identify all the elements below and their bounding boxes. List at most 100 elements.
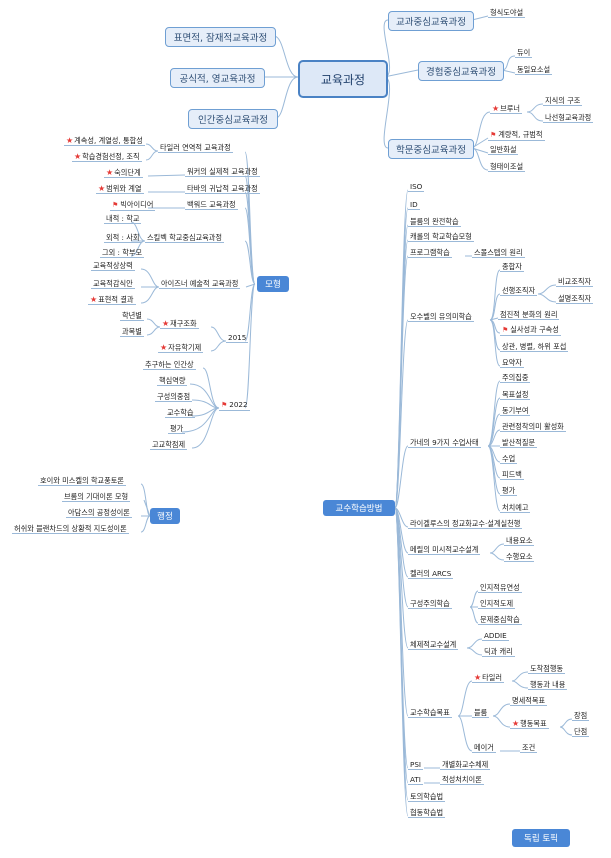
node-ideal-human[interactable]: 추구하는 인간상 <box>143 360 196 370</box>
node-carroll[interactable]: 캐롤의 학교학습모형 <box>408 232 474 242</box>
node-spiral-curriculum[interactable]: 나선형교육과정 <box>543 113 594 123</box>
topic-official-null-curriculum[interactable]: 공식적, 영교육과정 <box>170 68 265 88</box>
node-divergent-question[interactable]: 발산적질문 <box>500 438 538 448</box>
node-eisner[interactable]: 아이즈너 예술적 교육과정 <box>159 279 241 289</box>
node-imagination[interactable]: 교육적상상력 <box>91 261 135 271</box>
topic-humanistic-curriculum[interactable]: 인간중심교육과정 <box>188 109 278 129</box>
node-vroom[interactable]: 브롬의 기대이론 모형 <box>62 492 131 502</box>
node-reigeluth[interactable]: 라이겔루스의 정교화교수·설계실천행 <box>408 519 523 529</box>
node-behavior-content[interactable]: 행동과 내용 <box>528 680 568 690</box>
topic-discipline-centered[interactable]: 학문중심교육과정 <box>388 139 474 159</box>
tag-independent-topic[interactable]: 독립 토픽 <box>512 829 570 847</box>
node-objective[interactable]: 목표설정 <box>500 390 531 400</box>
topic-subject-centered[interactable]: 교과중심교육과정 <box>388 11 474 31</box>
node-substantiveness[interactable]: ⚑실사성과 구속성 <box>500 325 561 336</box>
node-expository-organizer[interactable]: 설명조직자 <box>556 294 594 304</box>
node-big-idea[interactable]: ⚑빅아이디어 <box>110 200 156 211</box>
node-external-society[interactable]: 외적 : 사회 <box>104 233 142 243</box>
node-individualized[interactable]: 개별화교수체제 <box>440 760 491 770</box>
node-cognitive-flexibility[interactable]: 인지적유연성 <box>478 583 522 593</box>
node-expressive-outcome[interactable]: ★표현적 결과 <box>88 295 136 305</box>
node-small-step[interactable]: 스몰스텝의 원리 <box>472 248 525 258</box>
node-hersey-blanchard[interactable]: 허쉬와 블랜차드의 상황적 지도성이론 <box>12 524 129 534</box>
node-walker[interactable]: 워커의 실제적 교육과정 <box>185 167 260 177</box>
node-hoy-miskel[interactable]: 호이와 미스켈의 학교풍토론 <box>38 476 126 486</box>
tag-model[interactable]: 모형 <box>257 276 289 292</box>
node-bloom[interactable]: 블룸 <box>472 708 490 718</box>
node-psi[interactable]: PSI <box>408 760 424 770</box>
node-cooperative[interactable]: 협동학습법 <box>408 808 446 818</box>
node-taba[interactable]: 타바의 귀납적 교육과정 <box>185 184 260 194</box>
node-terminal-behavior[interactable]: 도착점행동 <box>528 664 566 674</box>
node-continuity[interactable]: ★계속성, 계열성, 통합성 <box>64 136 145 146</box>
node-structure-of-knowledge[interactable]: 지식의 구조 <box>543 96 583 106</box>
node-attention[interactable]: 주의집중 <box>500 373 531 383</box>
node-dick-carey[interactable]: 딕과 캐리 <box>482 647 515 657</box>
node-synthesizer[interactable]: 종합자 <box>500 262 524 272</box>
node-comparative-organizer[interactable]: 비교조직자 <box>556 277 594 287</box>
topic-experience-centered[interactable]: 경험중심교육과정 <box>418 61 504 81</box>
node-credit-system[interactable]: 고교학점제 <box>150 440 188 450</box>
node-ausubel[interactable]: 오수벨의 유의미학습 <box>408 312 474 322</box>
node-content-element[interactable]: 내용요소 <box>504 536 535 546</box>
node-internal-school[interactable]: 내적 : 학교 <box>104 214 142 224</box>
tag-administration[interactable]: 행정 <box>150 508 180 524</box>
node-dewey[interactable]: 듀이 <box>515 48 533 58</box>
node-id[interactable]: ID <box>408 200 420 210</box>
node-scope-sequence[interactable]: ★범위와 계열 <box>96 184 144 194</box>
node-restructure[interactable]: ★재구조화 <box>160 319 199 329</box>
node-2022[interactable]: ⚑2022 <box>219 400 250 411</box>
node-tyler-objective[interactable]: ★타일러 <box>472 673 505 683</box>
node-behavioral-objective[interactable]: ★행동목표 <box>510 719 549 729</box>
node-demerit[interactable]: 단점 <box>572 727 590 737</box>
node-bruner[interactable]: ★브루너 <box>490 104 523 114</box>
node-treatment-notice[interactable]: 처치예고 <box>500 503 531 513</box>
node-tyler[interactable]: 타일러 연역적 교육과정 <box>158 143 233 153</box>
node-performance-element[interactable]: 수행요소 <box>504 552 535 562</box>
node-assessment[interactable]: 평가 <box>500 486 518 496</box>
node-identical-elements[interactable]: 동일요소설 <box>515 65 553 75</box>
node-adams[interactable]: 아담스의 공정성이론 <box>66 508 132 518</box>
node-core-competency[interactable]: 핵심역량 <box>157 376 188 386</box>
node-merit[interactable]: 장점 <box>572 711 590 721</box>
node-objectives[interactable]: 교수학습목표 <box>408 708 452 718</box>
node-specific-objective[interactable]: 명세적목표 <box>510 696 548 706</box>
node-connoisseurship[interactable]: 교육적감식안 <box>91 279 135 289</box>
node-cognitive-apprenticeship[interactable]: 인지적도제 <box>478 599 516 609</box>
node-2015[interactable]: 2015 <box>226 333 249 343</box>
node-aptitude-treatment[interactable]: 적성처치이론 <box>440 775 484 785</box>
node-condition[interactable]: 조건 <box>520 743 538 753</box>
node-generalization[interactable]: 일반화설 <box>488 145 519 155</box>
node-addie[interactable]: ADDIE <box>482 631 509 641</box>
node-by-subject[interactable]: 과목별 <box>120 327 144 337</box>
node-merrill[interactable]: 메릴의 미시적교수설계 <box>408 545 481 555</box>
node-advance-organizer[interactable]: 선행조직자 <box>500 286 538 296</box>
node-free-semester[interactable]: ★자유학기제 <box>158 343 204 353</box>
node-focus[interactable]: 구성의중점 <box>155 392 193 402</box>
node-deliberation[interactable]: ★숙의단계 <box>104 168 143 178</box>
topic-overt-hidden-curriculum[interactable]: 표면적, 잠재적교육과정 <box>165 27 276 47</box>
node-iso[interactable]: ISO <box>408 182 425 192</box>
node-systematic-design[interactable]: 체제적교수설계 <box>408 640 459 650</box>
root-node[interactable]: 교육과정 <box>298 60 388 98</box>
node-evaluation[interactable]: 평가 <box>168 424 186 434</box>
node-constructivism[interactable]: 구성주의학습 <box>408 599 452 609</box>
node-instruction[interactable]: 수업 <box>500 454 518 464</box>
node-skilbeck[interactable]: 스킬벡 학교중심교육과정 <box>145 233 225 243</box>
node-programmed[interactable]: 프로그램학습 <box>408 248 452 258</box>
tag-teaching-method[interactable]: 교수학습방법 <box>323 500 395 516</box>
node-motivation[interactable]: 동기부여 <box>500 406 531 416</box>
node-ati[interactable]: ATI <box>408 775 423 785</box>
node-summarizer[interactable]: 요약자 <box>500 358 524 368</box>
node-formal-discipline[interactable]: 형식도야설 <box>488 8 526 18</box>
node-mager[interactable]: 메이거 <box>472 743 496 753</box>
node-feedback[interactable]: 피드백 <box>500 470 524 480</box>
node-quantitative-normative[interactable]: ⚑계량적, 규범적 <box>488 130 545 141</box>
node-learning-experience[interactable]: ★학습경험선정, 조직 <box>72 152 142 162</box>
node-problem-based[interactable]: 문제중심학습 <box>478 615 522 625</box>
node-gestalt[interactable]: 형태이조설 <box>488 162 526 172</box>
node-other-parents[interactable]: 그외 : 학부모 <box>100 248 145 258</box>
node-backward[interactable]: 백워드 교육과정 <box>185 200 238 210</box>
node-bloom-mastery[interactable]: 블룸의 완전학습 <box>408 217 461 227</box>
node-prior-activation[interactable]: 관련정착의미 활성화 <box>500 422 566 432</box>
